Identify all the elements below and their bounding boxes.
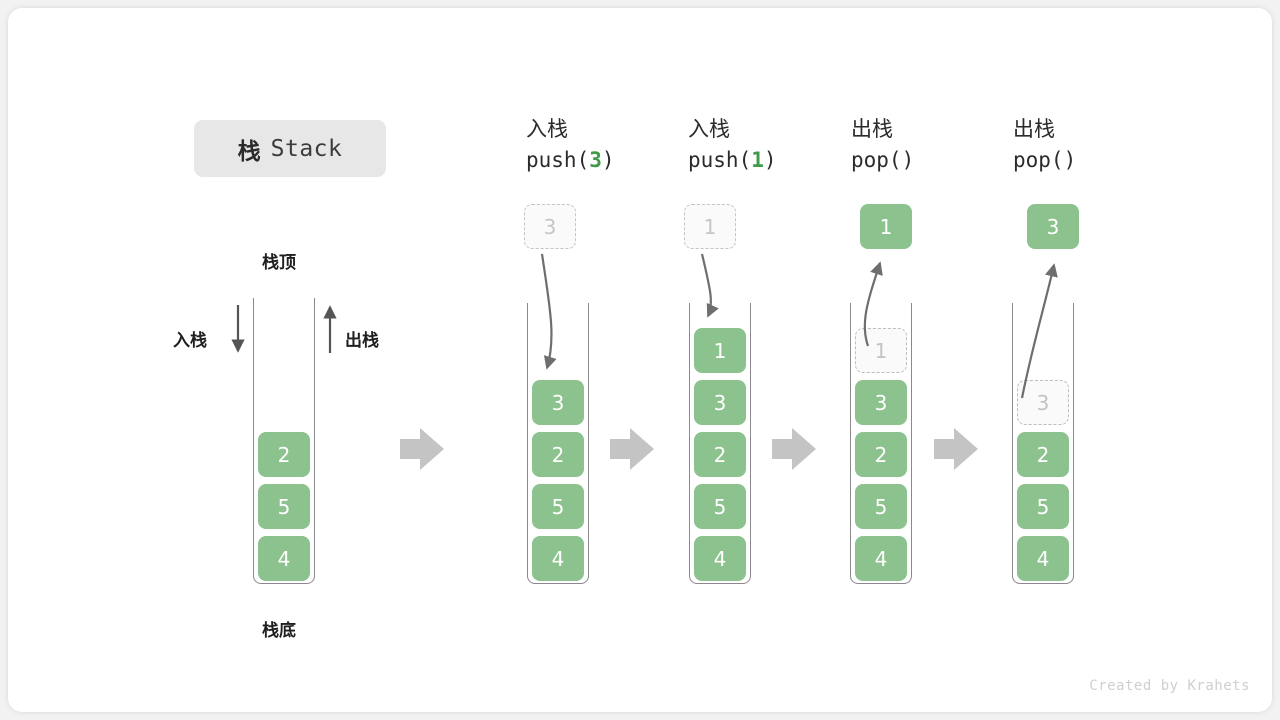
stack-cell: 2 [258,432,310,477]
step-header-pop-1: 出栈 pop() [851,114,1021,176]
stack-column-push-1: 1 3 2 5 4 [689,303,751,584]
stack-cell: 4 [694,536,746,581]
stack-cell: 4 [855,536,907,581]
stack-column-pop-1: 1 3 2 5 4 [850,303,912,584]
title-en: Stack [270,135,343,162]
stack-column-push-3: 3 2 5 4 [527,303,589,584]
step-op-code: pop() [1013,148,1077,172]
stack-cell: 3 [532,380,584,425]
step-op-code: pop() [851,148,915,172]
title-cn: 栈 [237,138,262,165]
diagram-title: 栈 Stack [194,120,386,177]
stack-bottom-label: 栈底 [262,621,296,641]
stack-cell: 2 [694,432,746,477]
step-op-arg: 3 [589,148,602,172]
incoming-element-3: 3 [524,204,576,249]
stack-walls [253,298,315,584]
stack-cell: 5 [855,484,907,529]
stack-cell: 5 [258,484,310,529]
stack-cell: 2 [855,432,907,477]
step-op-code: push(3) [526,148,615,172]
step-header-pop-3: 出栈 pop() [1013,114,1183,176]
popped-element-1: 1 [860,204,912,249]
popped-element-3: 3 [1027,204,1079,249]
stack-cell: 4 [258,536,310,581]
stack-cell: 2 [1017,432,1069,477]
stack-cell: 5 [532,484,584,529]
transition-arrow-4 [934,428,978,470]
push-side-label: 入栈 [173,331,207,351]
footer-credit: Created by Krahets [1089,678,1250,694]
stack-column-pop-3: 3 2 5 4 [1012,303,1074,584]
step-op-arg: 1 [751,148,764,172]
stack-column-initial: 2 5 4 [253,298,315,584]
stack-cell: 4 [1017,536,1069,581]
stack-cell: 1 [694,328,746,373]
stack-cell: 3 [855,380,907,425]
step-op-cn: 入栈 [688,117,730,141]
stack-cell: 2 [532,432,584,477]
step-op-cn: 入栈 [526,117,568,141]
transition-arrow-3 [772,428,816,470]
stack-walls [850,303,912,584]
transition-arrow-1 [400,428,444,470]
step-op-cn: 出栈 [1013,117,1055,141]
step-op-code: push(1) [688,148,777,172]
stack-top-label: 栈顶 [262,253,296,273]
step-header-push-3: 入栈 push(3) [526,114,696,176]
stack-walls [527,303,589,584]
step-header-push-1: 入栈 push(1) [688,114,858,176]
diagram-card: 栈 Stack 栈顶 栈底 入栈 出栈 入栈 push(3) 入栈 push(1… [8,8,1272,712]
transition-arrow-2 [610,428,654,470]
step-op-cn: 出栈 [851,117,893,141]
pop-side-label: 出栈 [345,331,379,351]
incoming-element-1: 1 [684,204,736,249]
stack-cell-ghost: 1 [855,328,907,373]
stack-cell: 4 [532,536,584,581]
stack-walls [1012,303,1074,584]
stack-cell: 5 [694,484,746,529]
stack-cell: 3 [694,380,746,425]
stack-cell: 5 [1017,484,1069,529]
stack-walls [689,303,751,584]
stack-cell-ghost: 3 [1017,380,1069,425]
